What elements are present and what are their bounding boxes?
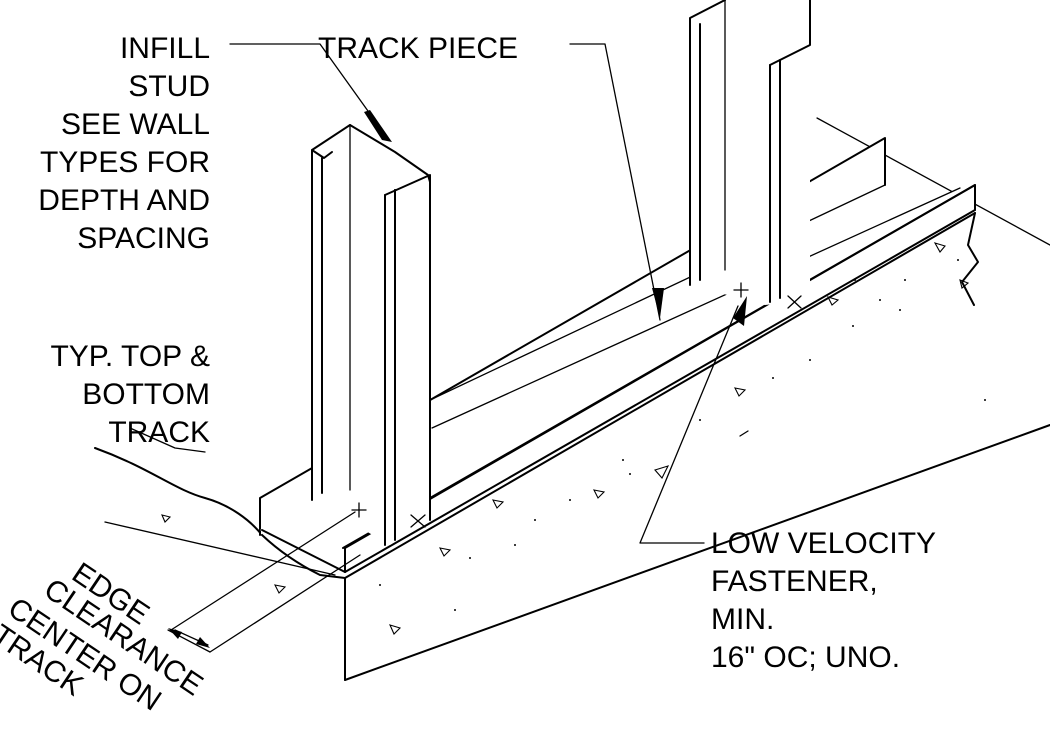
label-fastener: LOW VELOCITY FASTENER, MIN. 16" OC; UNO.	[711, 527, 936, 674]
leader-lines	[129, 43, 747, 544]
edge-clearance-dimension	[167, 511, 361, 653]
label-fastener-line-2: FASTENER,	[711, 565, 878, 598]
label-fastener-line-1: LOW VELOCITY	[711, 527, 936, 560]
right-infill-stud	[689, 0, 811, 305]
label-infill-stud-line-1: INFILL	[120, 32, 210, 65]
label-track-piece: TRACK PIECE	[318, 32, 518, 65]
label-infill-stud-line-5: DEPTH AND	[38, 184, 210, 217]
label-infill-stud-line-3: SEE WALL	[61, 108, 210, 141]
label-top-bottom-track-line-3: TRACK	[108, 416, 210, 449]
left-infill-stud	[311, 124, 431, 546]
label-infill-stud-line-2: STUD	[128, 70, 210, 103]
label-track-piece-line-1: TRACK PIECE	[318, 32, 518, 65]
label-top-bottom-track: TYP. TOP & BOTTOM TRACK	[50, 340, 210, 449]
label-fastener-line-3: MIN.	[711, 603, 774, 636]
label-infill-stud-line-4: TYPES FOR	[40, 146, 210, 179]
label-infill-stud-line-6: SPACING	[77, 222, 210, 255]
front-flange-fasteners	[410, 295, 802, 528]
concrete-aggregate	[161, 242, 986, 635]
label-top-bottom-track-line-1: TYP. TOP &	[50, 340, 210, 373]
label-top-bottom-track-line-2: BOTTOM	[82, 378, 210, 411]
label-infill-stud: INFILL STUD SEE WALL TYPES FOR DEPTH AND…	[38, 32, 210, 255]
label-fastener-line-4: 16" OC; UNO.	[711, 641, 900, 674]
